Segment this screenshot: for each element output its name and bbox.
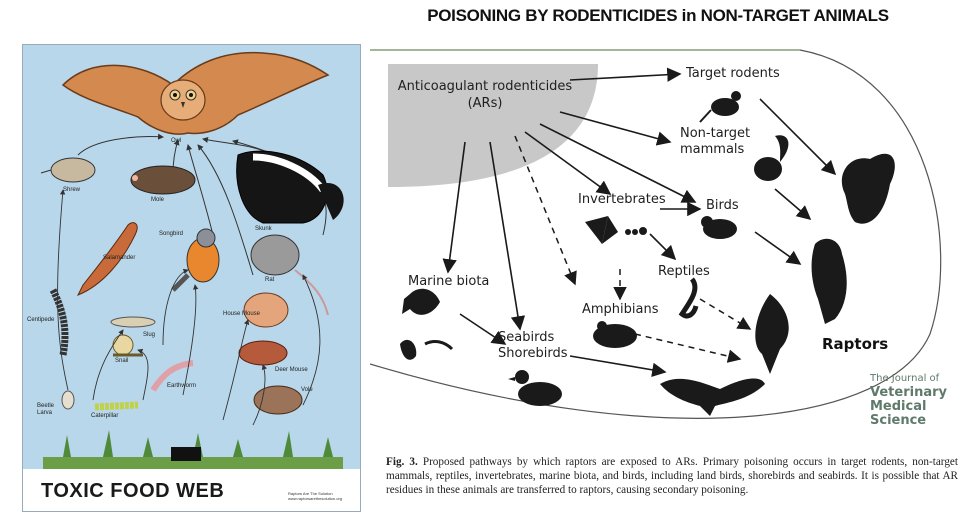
node-target-rodents: Target rodents xyxy=(686,66,780,81)
source-region xyxy=(388,64,598,187)
label-earthworm: Earthworm xyxy=(167,383,197,389)
shrew-icon xyxy=(40,157,96,183)
arrow-ar-seabirds xyxy=(489,141,526,331)
label-caterpillar: Caterpillar xyxy=(91,413,119,419)
vole-icon xyxy=(253,385,303,415)
skunk-icon xyxy=(236,150,344,224)
label-rat: Rat xyxy=(265,277,275,283)
arrow-reptiles-raptor-dashed xyxy=(699,298,752,330)
lizard-silhouette-icon xyxy=(678,277,699,319)
pathway-diagram-svg xyxy=(370,49,942,419)
label-deer-mouse: Deer Mouse xyxy=(275,367,308,373)
label-shrew: Shrew xyxy=(63,187,81,193)
arrow-ar-target-rodents xyxy=(569,67,682,82)
shrimp-silhouette-icon xyxy=(424,340,454,351)
node-amphibians: Amphibians xyxy=(582,302,659,317)
journal-logo: The Journal of Veterinary Medical Scienc… xyxy=(870,372,965,428)
rat-icon xyxy=(250,234,329,316)
source-ars-label: Anticoagulant rodenticides (ARs) xyxy=(397,79,573,111)
butterfly-silhouette-icon xyxy=(585,216,618,244)
rodent-silhouette-icon xyxy=(699,91,741,123)
node-marine-biota: Marine biota xyxy=(408,274,490,289)
songbird-icon xyxy=(171,228,220,292)
arrow-ar-invertebrates xyxy=(524,131,612,195)
squirrel-silhouette-icon xyxy=(754,135,789,181)
mole-icon xyxy=(130,165,196,195)
page-title: POISONING BY RODENTICIDES in NON-TARGET … xyxy=(427,6,889,25)
arrow-invert-reptiles xyxy=(649,233,677,261)
eagle-silhouette-icon xyxy=(811,238,847,324)
figure-caption: Fig. 3. Proposed pathways by which rapto… xyxy=(386,455,958,497)
arrow-ar-birds xyxy=(539,123,697,203)
enclosing-arc xyxy=(370,49,942,419)
node-non-target-mammals: Non-target mammals xyxy=(680,126,751,157)
owl-silhouette-icon xyxy=(841,153,895,224)
arrow-marine-seabirds xyxy=(459,313,507,345)
node-seabirds-shorebirds: Seabirds Shorebirds xyxy=(498,330,568,361)
label-beetle-larva: Beetle Larva xyxy=(37,403,55,416)
earthworm-icon xyxy=(150,360,194,392)
ant-silhouette-icon xyxy=(625,227,647,235)
poster-illustration xyxy=(40,51,344,469)
arrow-ar-marine xyxy=(442,141,466,274)
node-invertebrates: Invertebrates xyxy=(578,192,666,207)
frog-silhouette-icon xyxy=(593,321,637,348)
node-raptors: Raptors xyxy=(822,335,889,353)
centipede-icon xyxy=(49,288,69,356)
crab-silhouette-icon xyxy=(400,339,417,360)
poison-bait-box-icon xyxy=(171,447,201,461)
label-slug: Slug xyxy=(143,332,156,338)
ground-plants xyxy=(43,430,343,469)
arrow-birds-raptor xyxy=(754,231,802,265)
poster-title: TOXIC FOOD WEB xyxy=(41,480,225,502)
arrow-amphibians-raptor-dashed xyxy=(634,333,742,363)
node-birds: Birds xyxy=(706,198,739,213)
label-skunk: Skunk xyxy=(255,226,272,232)
arrow-mammals-raptor xyxy=(774,188,812,221)
salamander-icon xyxy=(76,222,138,296)
journal-line-1: The Journal of xyxy=(870,373,940,384)
toxic-food-web-poster: Owl Shrew Mole Skunk Songbird Salamander… xyxy=(22,44,361,512)
songbird-silhouette-icon xyxy=(701,216,737,239)
label-mole: Mole xyxy=(151,197,165,203)
fish-silhouette-icon xyxy=(402,288,440,315)
caterpillar-icon xyxy=(94,401,139,411)
journal-line-3: Medical xyxy=(870,399,927,414)
caption-label: Fig. 3. xyxy=(386,456,418,468)
label-songbird: Songbird xyxy=(159,231,184,237)
deer-mouse-icon xyxy=(238,340,288,366)
label-vole: Vole xyxy=(301,387,313,393)
label-salamander: Salamander xyxy=(103,255,136,261)
poster-banner xyxy=(23,469,360,511)
beetle-larva-icon xyxy=(61,390,75,410)
arrow-target-raptor xyxy=(759,98,837,176)
label-house-mouse: House Mouse xyxy=(223,311,261,317)
label-owl: Owl xyxy=(171,138,182,144)
flying-raptor-silhouette-icon xyxy=(755,294,789,374)
label-snail: Snail xyxy=(115,358,129,364)
house-mouse-icon xyxy=(243,292,289,328)
pathway-diagram: Anticoagulant rodenticides (ARs) Target … xyxy=(370,44,969,444)
arrow-shorebirds-raptor xyxy=(569,355,667,377)
slug-icon xyxy=(110,316,156,328)
caption-text: Proposed pathways by which raptors are e… xyxy=(386,456,958,496)
arrow-ar-non-target-mammals xyxy=(559,111,672,146)
arrow-ar-amphibians-dashed xyxy=(514,135,577,286)
poster-credit: Raptors Are The Solution www.raptorsaret… xyxy=(288,491,343,501)
label-centipede: Centipede xyxy=(27,317,55,323)
duck-silhouette-icon xyxy=(508,370,562,406)
soaring-raptor-silhouette-icon xyxy=(660,378,765,416)
journal-line-4: Science xyxy=(870,413,927,428)
node-reptiles: Reptiles xyxy=(658,264,710,279)
journal-line-2: Veterinary xyxy=(870,385,947,400)
owl-icon xyxy=(61,51,330,135)
